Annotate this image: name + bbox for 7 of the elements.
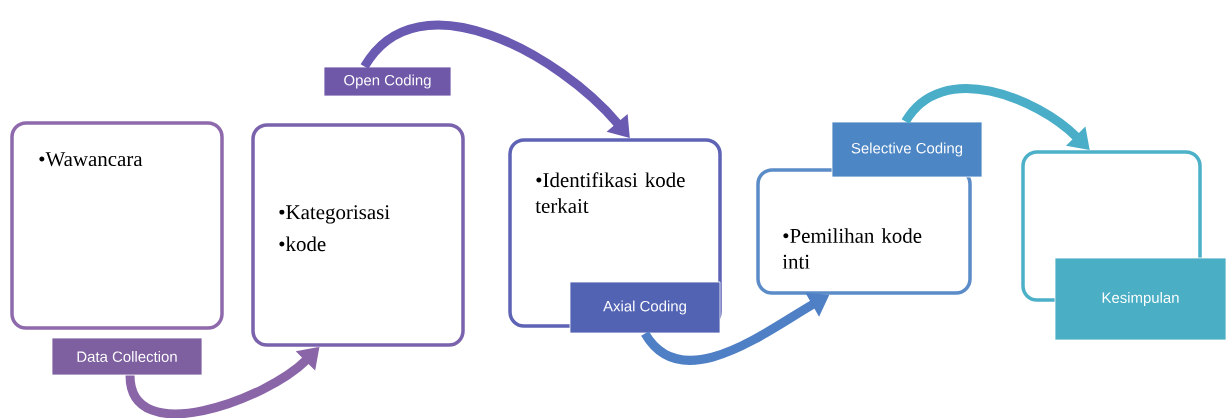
label-box: Axial Coding <box>569 281 721 334</box>
label-box: Data Collection <box>51 337 203 376</box>
label-box: Kesimpulan <box>1054 257 1226 341</box>
rounded-box: •Wawancara <box>10 121 224 330</box>
label-box: Selective Coding <box>831 121 983 178</box>
label-box: Open Coding <box>323 66 452 97</box>
rounded-box: •Kategorisasi •kode <box>251 123 465 347</box>
